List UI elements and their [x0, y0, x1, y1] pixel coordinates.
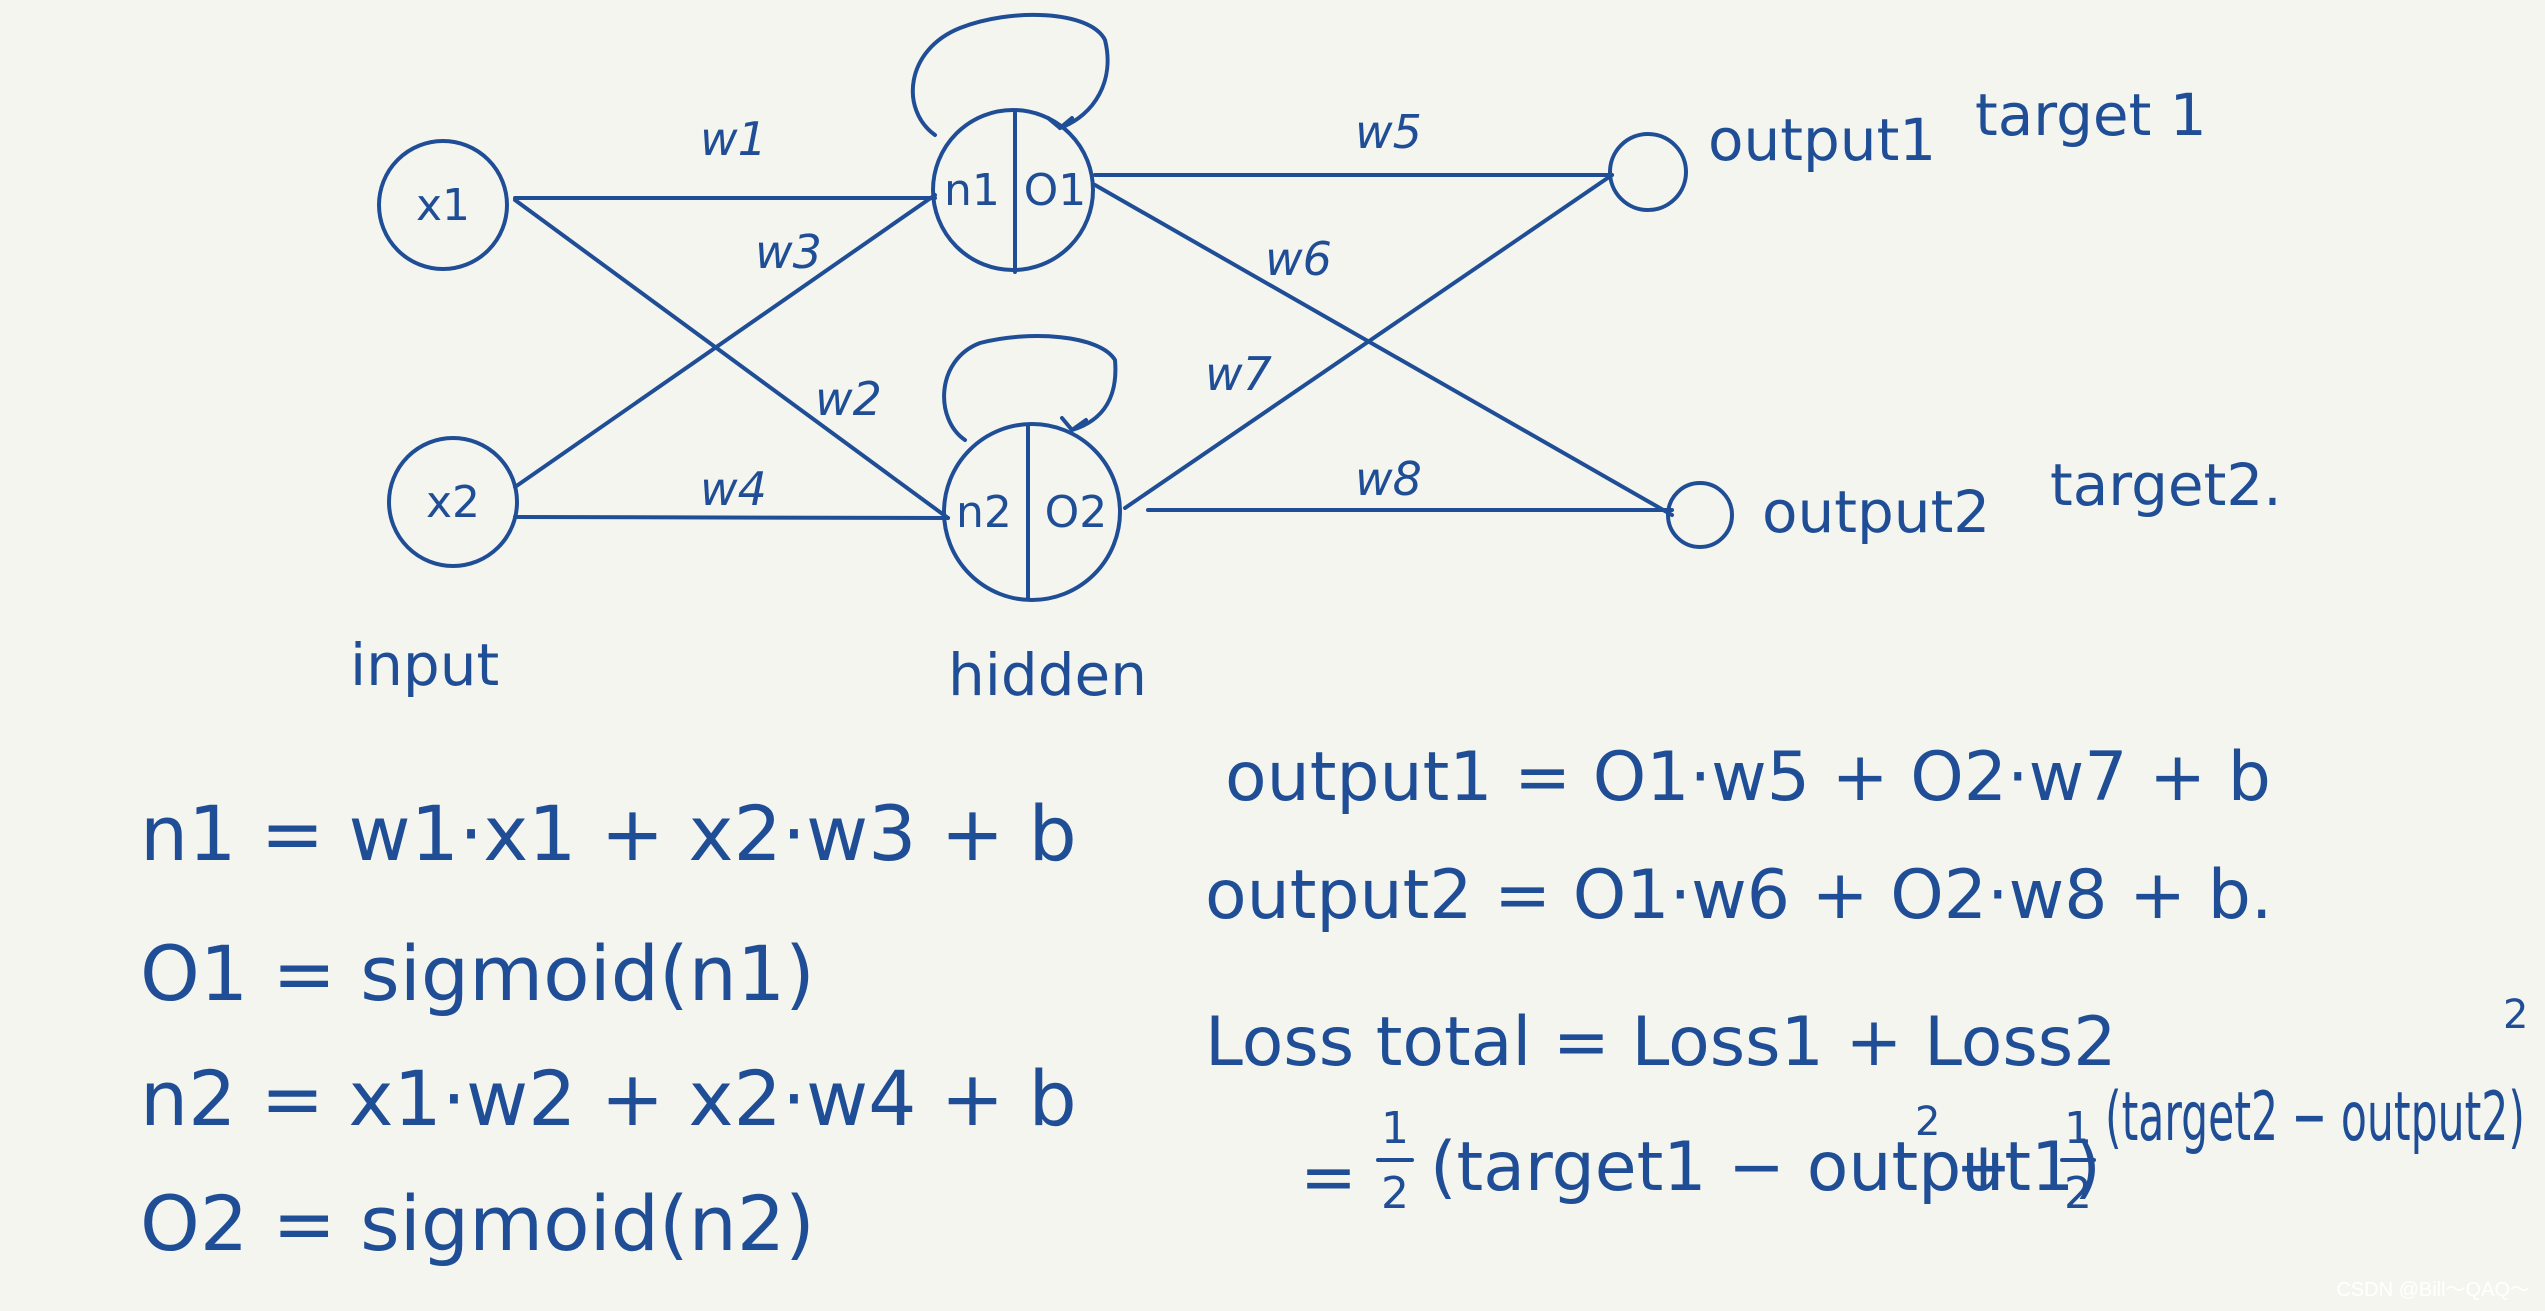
self-loop-n2: [942, 334, 1118, 442]
weight-w4-label: w4: [700, 462, 767, 516]
half-numerator-2: 1: [2064, 1103, 2092, 1154]
edge-x1-n2: [513, 198, 950, 520]
equation-n1: n1 = w1·x1 + x2·w3 + b: [140, 789, 1077, 878]
node-x2-label: x2: [426, 477, 480, 528]
output2-label: output2: [1762, 478, 1990, 546]
half-numerator-1: 1: [1381, 1103, 1409, 1154]
edge-o2-output1: [1123, 173, 1614, 510]
node-output1: [1608, 132, 1688, 212]
self-loop-n2-arrow: [1060, 416, 1088, 432]
node-o2-label: O2: [1045, 487, 1108, 538]
layer-input-label: input: [350, 631, 499, 699]
half-denominator-1: 2: [1381, 1168, 1409, 1219]
layer-hidden-label: hidden: [948, 641, 1147, 709]
node-n2-label: n2: [956, 487, 1012, 538]
weight-w6-label: w6: [1265, 232, 1332, 286]
node-hidden-1: n1 O1: [931, 108, 1095, 274]
weight-w8-label: w8: [1355, 452, 1422, 506]
weight-w3-label: w3: [755, 225, 822, 279]
output1-label: output1: [1708, 106, 1936, 174]
plus-sign: +: [1955, 1128, 2012, 1207]
edge-x2-n1: [513, 193, 937, 489]
equation-output1: output1 = O1·w5 + O2·w7 + b: [1225, 738, 2271, 817]
equations-left: n1 = w1·x1 + x2·w3 + b O1 = sigmoid(n1) …: [140, 789, 1077, 1268]
equation-output2: output2 = O1·w6 + O2·w8 + b.: [1205, 856, 2273, 935]
half-denominator-2: 2: [2064, 1168, 2092, 1219]
edges-hidden-output: [1093, 173, 1674, 517]
node-x1: x1: [377, 139, 509, 271]
equals-sign: =: [1300, 1138, 1357, 1217]
square-2: 2: [2503, 992, 2528, 1038]
weight-w7-label: w7: [1205, 347, 1272, 401]
square-1: 2: [1915, 1099, 1940, 1145]
weight-w2-label: w2: [815, 372, 882, 426]
node-hidden-2: n2 O2: [942, 422, 1122, 602]
edges-input-hidden: [513, 193, 950, 520]
node-x1-circle: [377, 139, 509, 271]
edge-o1-output2: [1093, 183, 1674, 517]
equation-o2: O2 = sigmoid(n2): [140, 1179, 815, 1268]
equation-loss-expanded: = 1 2 (target1 − output1) 2 + 1 2 (targe…: [1300, 992, 2528, 1219]
equations-right: output1 = O1·w5 + O2·w7 + b output2 = O1…: [1205, 738, 2528, 1219]
node-o1-label: O1: [1024, 165, 1087, 216]
equation-o1: O1 = sigmoid(n1): [140, 929, 815, 1018]
node-hidden-2-circle: [942, 422, 1122, 602]
node-output2: [1666, 481, 1734, 549]
target2-label: target2.: [2050, 451, 2282, 519]
loss-term-2: (target2 − output2): [2105, 1078, 2525, 1157]
edge-x2-n2: [513, 515, 950, 520]
equation-loss-total: Loss total = Loss1 + Loss2: [1205, 1003, 2117, 1082]
self-loop-n1: [910, 12, 1110, 137]
weight-w1-label: w1: [700, 112, 767, 166]
node-x2-circle: [387, 436, 519, 568]
csdn-watermark: CSDN @Bill～QAQ～: [2336, 1279, 2530, 1301]
node-x2: x2: [387, 436, 519, 568]
node-x1-label: x1: [416, 180, 470, 231]
target1-label: target 1: [1975, 81, 2207, 149]
equation-n2: n2 = x1·w2 + x2·w4 + b: [140, 1054, 1077, 1143]
node-n1-label: n1: [944, 165, 1000, 216]
loss-term-1: (target1 − output1): [1430, 1128, 2101, 1207]
weight-w5-label: w5: [1355, 105, 1422, 159]
